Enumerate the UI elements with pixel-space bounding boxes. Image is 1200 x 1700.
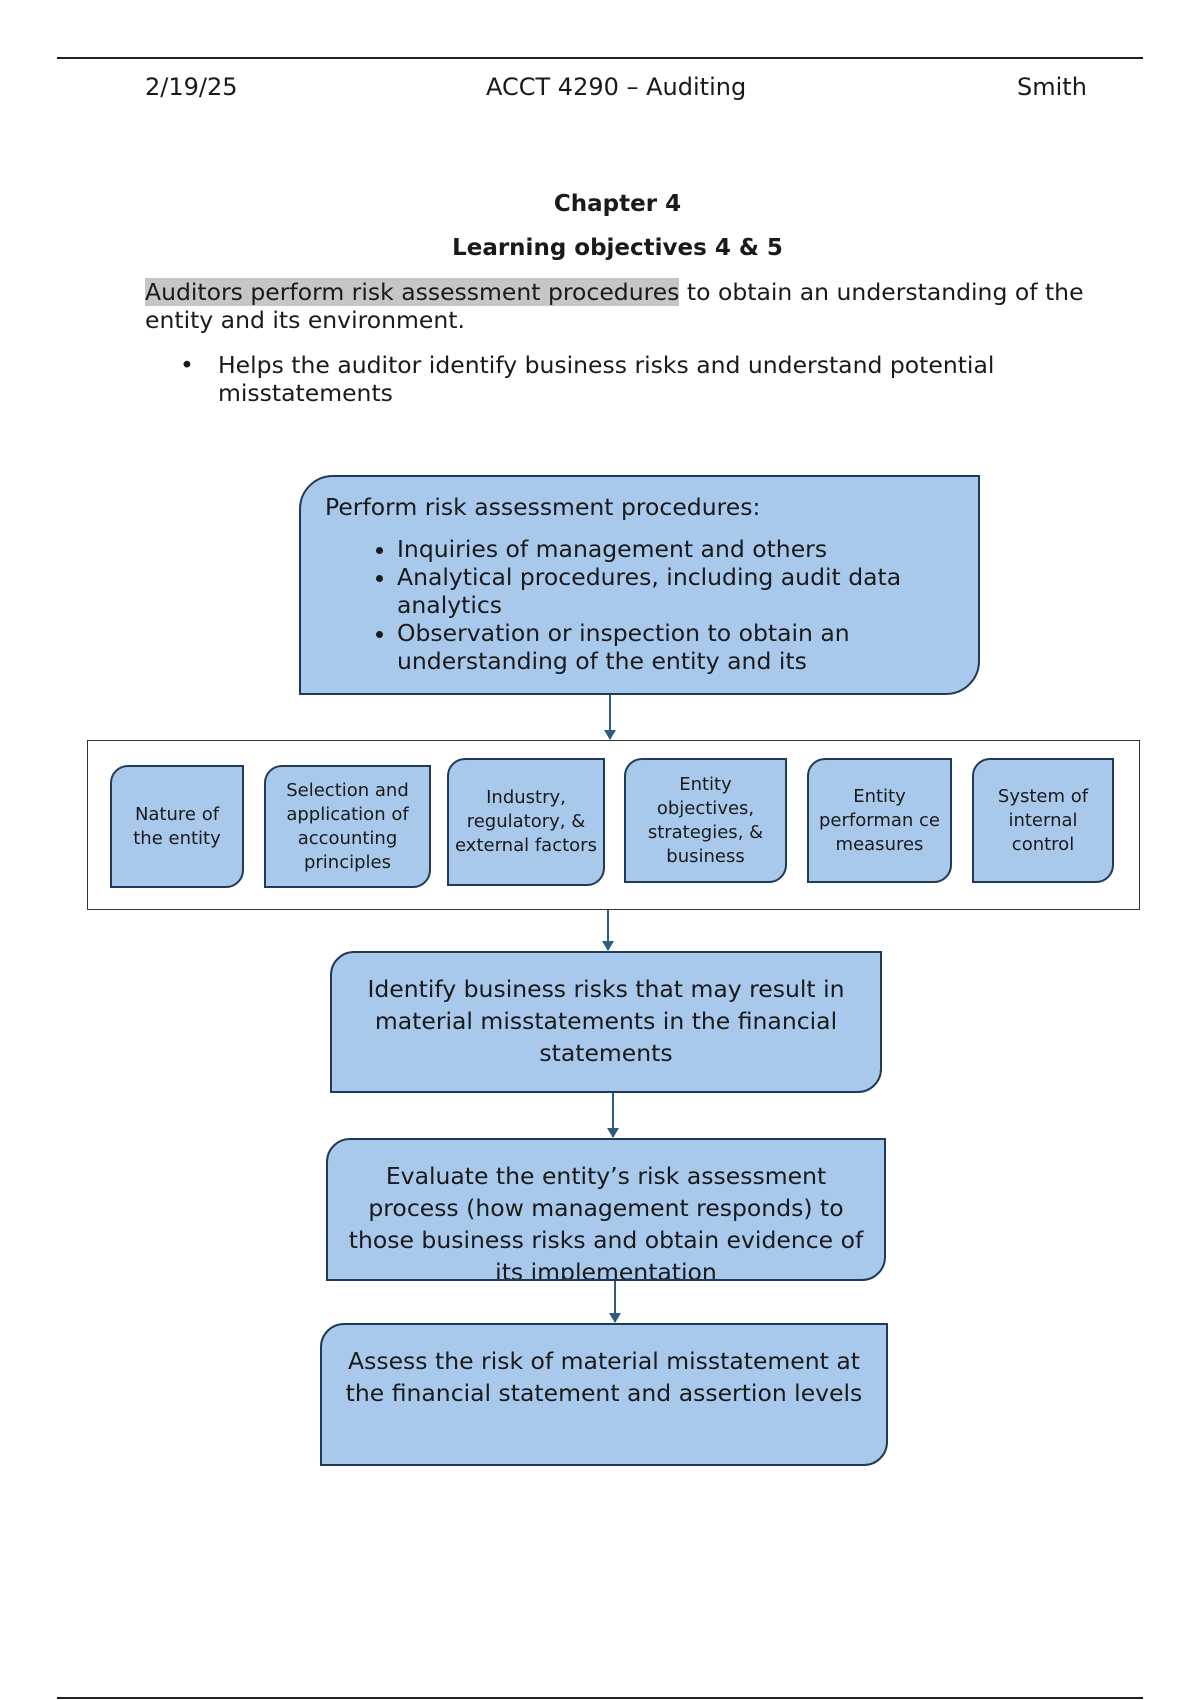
highlighted-text: Auditors perform risk assessment procedu… [145, 278, 680, 306]
risk-procedures-title: Perform risk assessment procedures: [325, 493, 761, 521]
arrow-connector [607, 1093, 619, 1138]
arrow-connector [604, 695, 616, 740]
factor-box: Industry, regulatory, & external factors [447, 758, 605, 886]
chapter-title: Chapter 4 [553, 191, 682, 217]
arrow-connector [609, 1281, 621, 1323]
factor-box: Entity objectives, strategies, & busines… [624, 758, 787, 883]
header-course: ACCT 4290 – Auditing [486, 73, 747, 101]
risk-procedures-list: Inquiries of management and others Analy… [325, 535, 954, 675]
identify-risks-box: Identify business risks that may result … [330, 951, 882, 1093]
header-author: Smith [1017, 73, 1087, 101]
risk-procedure-item: Observation or inspection to obtain an u… [397, 619, 954, 675]
assess-risk-box: Assess the risk of material misstatement… [320, 1323, 888, 1466]
factor-box: Entity performan ce measures [807, 758, 952, 883]
factor-box: Selection and application of accounting … [264, 765, 431, 888]
footer-rule [57, 1697, 1143, 1699]
risk-procedures-box: Perform risk assessment procedures: Inqu… [299, 475, 980, 695]
header-date: 2/19/25 [145, 73, 238, 101]
risk-procedure-item: Analytical procedures, including audit d… [397, 563, 954, 619]
understanding-factors-container [87, 740, 1140, 910]
risk-procedure-item: Inquiries of management and others [397, 535, 954, 563]
objectives-title: Learning objectives 4 & 5 [452, 235, 783, 261]
evaluate-process-box: Evaluate the entity’s risk assessment pr… [326, 1138, 886, 1281]
factor-box: Nature of the entity [110, 765, 244, 888]
arrow-connector [602, 910, 614, 951]
header-rule [57, 57, 1143, 59]
factor-box: System of internal control [972, 758, 1114, 883]
bullet-dot: • [180, 351, 194, 379]
bullet-text: Helps the auditor identify business risk… [218, 351, 995, 407]
intro-paragraph: Auditors perform risk assessment procedu… [145, 278, 1095, 334]
intro-rest: to obtain an understanding of the entity… [145, 278, 1084, 334]
